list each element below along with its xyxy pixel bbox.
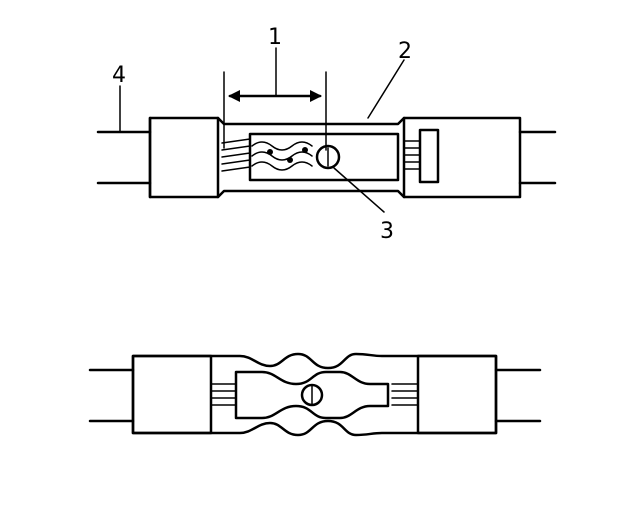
strip-length-dimension xyxy=(223,47,327,151)
crimped-barrel xyxy=(234,370,390,420)
crimp-right-strands xyxy=(391,383,419,406)
splice-sleeve-after-crimp xyxy=(88,352,542,437)
right-end-block xyxy=(418,128,440,184)
leader-2 xyxy=(367,59,405,119)
left-crimp-block xyxy=(131,354,213,435)
callout-3: 3 xyxy=(380,219,394,244)
crimp-view-hole xyxy=(300,383,324,407)
barrel-wire-coil xyxy=(251,141,313,171)
view-hole xyxy=(315,144,341,170)
splice-sleeve-before-crimp: 1 2 3 4 xyxy=(96,25,557,244)
left-wire-strands xyxy=(221,138,251,172)
callout-4: 4 xyxy=(112,63,126,88)
callout-2: 2 xyxy=(398,39,412,64)
crimp-left-strands xyxy=(210,383,237,406)
right-wire-strands xyxy=(403,140,421,170)
sleeve-outline xyxy=(148,116,522,199)
leader-3 xyxy=(333,167,385,213)
callout-1: 1 xyxy=(268,25,282,50)
right-crimp-block xyxy=(416,354,498,435)
crimped-sleeve-outline xyxy=(131,352,498,437)
inner-barrel xyxy=(248,132,400,182)
